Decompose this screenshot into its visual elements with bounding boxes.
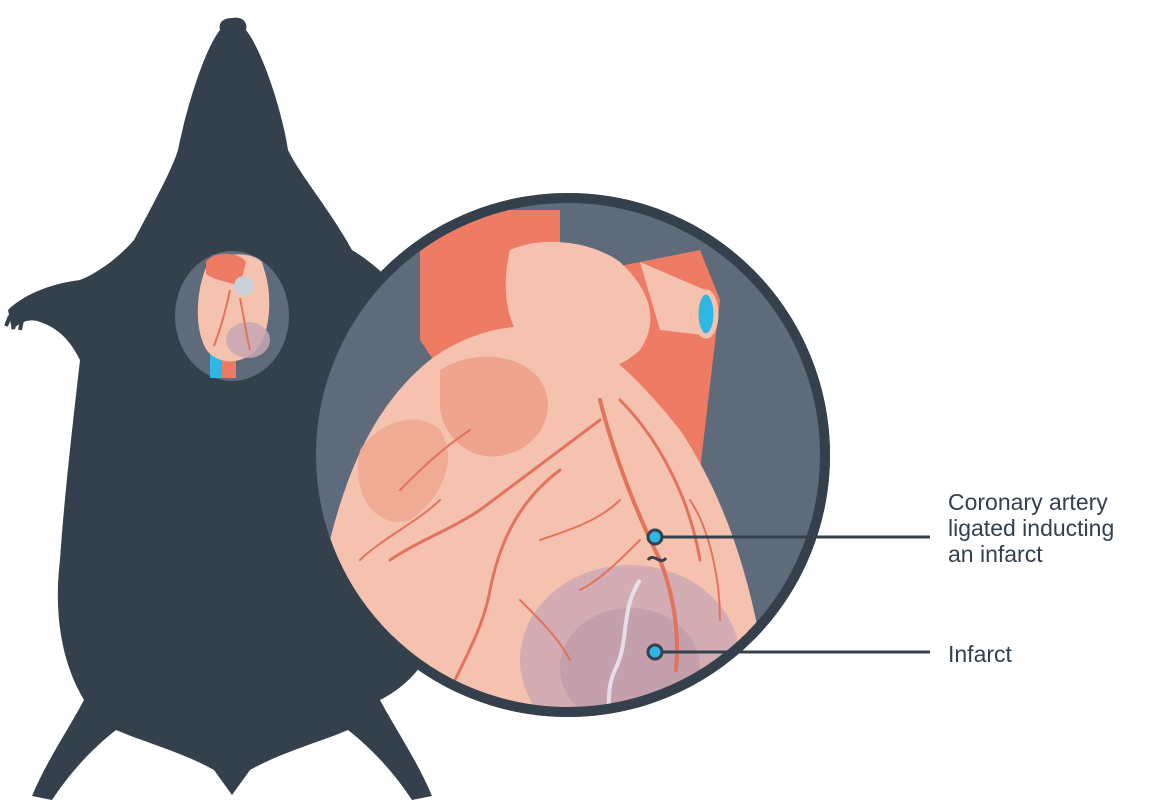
label-infarct: Infarct xyxy=(948,641,1012,667)
label-coronary-artery: Coronary artery ligated inducting an inf… xyxy=(948,489,1158,567)
label-artery-line-3: an infarct xyxy=(948,541,1158,567)
infarct-pointer-dot xyxy=(648,645,662,659)
mini-heart-inset xyxy=(175,251,289,381)
artery-pointer-dot xyxy=(648,530,662,544)
label-artery-line-1: Coronary artery xyxy=(948,489,1158,515)
label-infarct-line-1: Infarct xyxy=(948,641,1012,667)
label-artery-line-2: ligated inducting xyxy=(948,515,1158,541)
